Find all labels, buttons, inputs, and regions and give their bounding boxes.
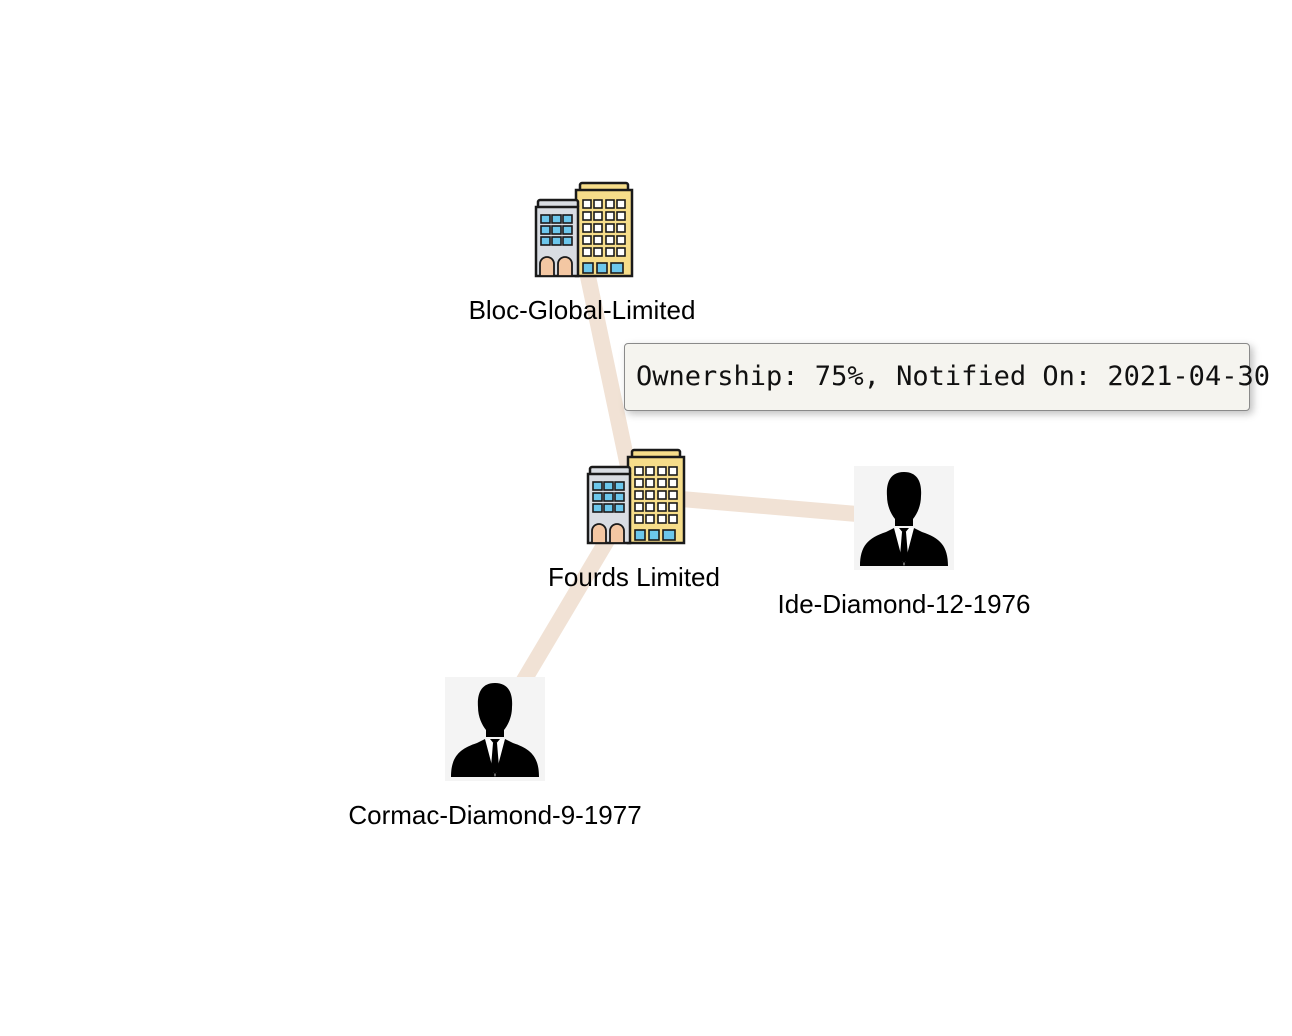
node-label-cormac: Cormac-Diamond-9-1977 [348,800,642,830]
businessman-silhouette-icon[interactable] [854,466,954,570]
office-building-icon[interactable] [534,181,634,278]
node-label-fourds: Fourds Limited [548,562,720,592]
edge-bloc-fourds[interactable] [574,246,642,497]
businessman-silhouette-icon[interactable] [445,677,545,781]
office-building-icon[interactable] [586,448,686,545]
node-label-ide: Ide-Diamond-12-1976 [777,589,1031,619]
edge-tooltip: Ownership: 75%, Notified On: 2021-04-30 [624,343,1270,411]
nodes-layer [445,181,954,781]
node-label-bloc: Bloc-Global-Limited [468,295,696,325]
